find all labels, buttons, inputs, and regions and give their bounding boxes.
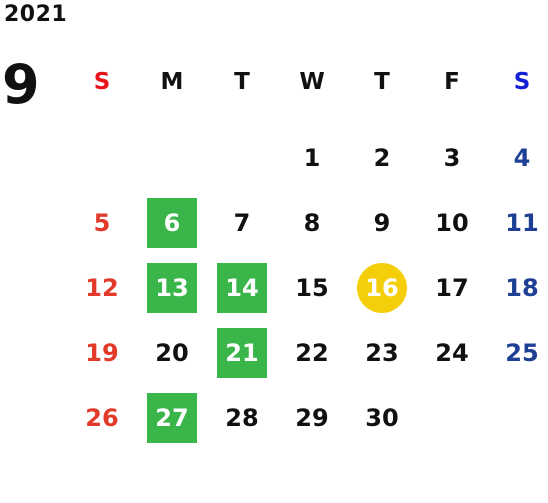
day-cell[interactable]: 12 — [67, 255, 137, 320]
day-number: 17 — [435, 273, 469, 302]
month-number: 9 — [2, 53, 40, 116]
day-number: 20 — [155, 338, 189, 367]
day-number: 10 — [435, 208, 469, 237]
highlighted-day: 27 — [147, 392, 197, 443]
day-number: 22 — [295, 338, 329, 367]
day-number: 18 — [505, 273, 539, 302]
day-cell[interactable]: 19 — [67, 320, 137, 385]
weekday-monday: M — [160, 69, 184, 95]
day-cell[interactable]: 10 — [417, 190, 487, 255]
day-cell[interactable]: 14 — [207, 255, 277, 320]
day-number: 4 — [513, 143, 531, 172]
day-number: 2 — [373, 143, 391, 172]
day-cell[interactable]: 24 — [417, 320, 487, 385]
day-cell[interactable]: 4 — [487, 125, 548, 190]
day-cell[interactable]: 18 — [487, 255, 548, 320]
day-cell[interactable]: 26 — [67, 385, 137, 450]
highlighted-day: 21 — [217, 327, 267, 378]
day-cell — [67, 125, 137, 190]
day-cell[interactable]: 7 — [207, 190, 277, 255]
day-number: 1 — [303, 143, 321, 172]
day-number: 24 — [435, 338, 469, 367]
day-number: 7 — [233, 208, 251, 237]
day-cell[interactable]: 13 — [137, 255, 207, 320]
day-number: 15 — [295, 273, 329, 302]
day-cell[interactable]: 9 — [347, 190, 417, 255]
weekday-wednesday: W — [299, 69, 325, 95]
day-cell[interactable]: 25 — [487, 320, 548, 385]
today-marker: 16 — [357, 262, 407, 313]
day-cell[interactable]: 21 — [207, 320, 277, 385]
day-cell[interactable]: 15 — [277, 255, 347, 320]
day-cell[interactable]: 1 — [277, 125, 347, 190]
day-cell[interactable]: 30 — [347, 385, 417, 450]
day-cell[interactable]: 6 — [137, 190, 207, 255]
weekday-friday: F — [444, 69, 460, 95]
weekday-saturday: S — [513, 69, 531, 95]
day-cell[interactable]: 2 — [347, 125, 417, 190]
day-cell[interactable]: 23 — [347, 320, 417, 385]
weekday-thursday: T — [374, 69, 390, 95]
day-cell[interactable]: 11 — [487, 190, 548, 255]
day-number: 28 — [225, 403, 259, 432]
day-cell[interactable]: 20 — [137, 320, 207, 385]
day-cell[interactable]: 16 — [347, 255, 417, 320]
day-number: 11 — [505, 208, 539, 237]
weekday-tuesday: T — [234, 69, 250, 95]
year-label: 2021 — [4, 2, 68, 27]
day-number: 9 — [373, 208, 391, 237]
day-cell[interactable]: 29 — [277, 385, 347, 450]
day-number: 25 — [505, 338, 539, 367]
day-number: 12 — [85, 273, 119, 302]
day-cell — [417, 385, 487, 450]
day-cell[interactable]: 8 — [277, 190, 347, 255]
day-number: 29 — [295, 403, 329, 432]
day-cell[interactable]: 5 — [67, 190, 137, 255]
day-cell — [207, 125, 277, 190]
day-cell — [487, 385, 548, 450]
day-number: 26 — [85, 403, 119, 432]
day-cell[interactable]: 28 — [207, 385, 277, 450]
highlighted-day: 14 — [217, 262, 267, 313]
day-number: 5 — [93, 208, 111, 237]
day-number: 19 — [85, 338, 119, 367]
day-number: 23 — [365, 338, 399, 367]
day-number: 8 — [303, 208, 321, 237]
day-cell — [137, 125, 207, 190]
highlighted-day: 6 — [147, 197, 197, 248]
day-number: 30 — [365, 403, 399, 432]
day-number: 3 — [443, 143, 461, 172]
day-cell[interactable]: 22 — [277, 320, 347, 385]
highlighted-day: 13 — [147, 262, 197, 313]
day-cell[interactable]: 17 — [417, 255, 487, 320]
day-cell[interactable]: 27 — [137, 385, 207, 450]
day-cell[interactable]: 3 — [417, 125, 487, 190]
weekday-sunday: S — [93, 69, 111, 95]
